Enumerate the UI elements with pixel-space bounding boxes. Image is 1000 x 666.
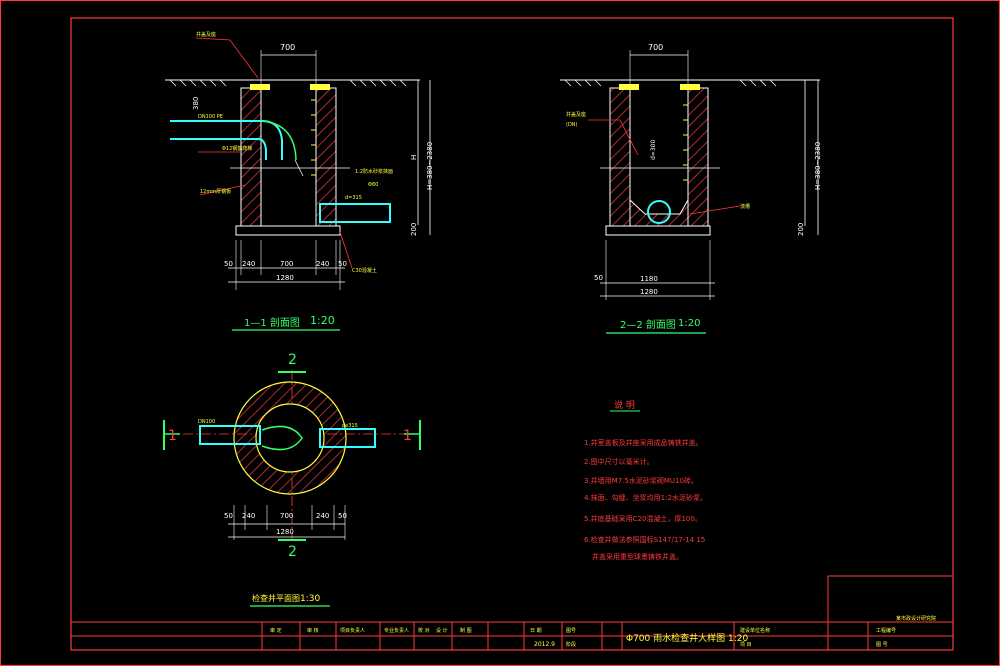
s22-bottom-a: 1180: [640, 275, 658, 283]
plan-dim-2: 700: [280, 512, 293, 520]
plan-dim-0: 50: [224, 512, 233, 520]
s11-dim-2: 700: [280, 260, 293, 268]
tb-label-2: 项目负责人: [340, 627, 365, 634]
note-4: 4.抹面、勾缝、坐浆均用1:2水泥砂浆。: [584, 493, 707, 502]
inner-frame: [70, 17, 954, 651]
note-6: 6.检查井做法参照国标S147/17-14 15: [584, 535, 705, 544]
plan-pipe-out: de315: [342, 423, 358, 429]
tb-label-4: 校 对: [418, 627, 430, 634]
s11-h-label: H=380~2380: [426, 142, 434, 190]
tb-label-11: 工程编号: [876, 627, 896, 634]
s22-side: 50: [594, 274, 603, 282]
notes-heading: 说 明: [614, 399, 635, 411]
s11-note-pipe: DN100 PE: [198, 114, 223, 120]
tb-label-5: 设 计: [436, 627, 448, 634]
plan-cut-1-left: 1: [168, 428, 177, 444]
plan-cut-2-top: 2: [288, 352, 297, 368]
s22-h-label: H=380~2380: [814, 142, 822, 190]
plan-scale: 1:30: [300, 594, 320, 604]
s11-h-side: 380: [192, 97, 200, 110]
s11-scale: 1:20: [310, 314, 335, 327]
tb-company: 某市政设计研究院: [896, 615, 936, 622]
s11-top-width: 700: [280, 43, 295, 52]
plan-title: 检查井平面图: [252, 593, 300, 603]
note-2: 2.图中尺寸以毫米计。: [584, 457, 654, 466]
s11-note-de: d=315: [345, 195, 362, 201]
note-7: 井盖采用重型球墨铸铁井盖。: [592, 552, 683, 561]
s22-pipe: d=300: [650, 140, 657, 160]
plan-cut-1-right: 1: [403, 428, 412, 444]
tb-drawing-title: Φ700 雨水检查井大样图 1:20: [626, 632, 748, 644]
note-1: 1.井室盖板及井座采用成品铸铁井盖。: [584, 438, 703, 447]
s22-h-bottom: 200: [797, 223, 805, 236]
s22-note-dn: (DN): [566, 122, 578, 128]
note-3: 3.井墙用M7.5水泥砂浆砌MU10砖。: [584, 476, 698, 485]
s11-dim-4: 50: [338, 260, 347, 268]
tb-label-6: 制 图: [460, 627, 472, 634]
section-1-1: [165, 37, 431, 290]
tb-label-3: 专业负责人: [384, 627, 409, 634]
s22-top-width: 700: [648, 43, 663, 52]
s11-note-mortar: 1:2防水砂浆抹面: [355, 168, 393, 175]
s11-note-ladder: Φ12钢筋爬梯: [222, 145, 252, 152]
tb-label-7: 日 期: [530, 628, 542, 634]
s11-dim-1: 240: [242, 260, 255, 268]
tb-label-8: 图号: [566, 628, 576, 634]
section-2-2: [560, 50, 820, 300]
s11-dim-0: 50: [224, 260, 233, 268]
plan-view: [163, 370, 421, 541]
s11-dim-total: 1280: [276, 274, 294, 282]
s22-scale: 1:20: [678, 318, 700, 329]
s22-title: 2—2 剖面图: [620, 318, 676, 331]
plan-dim-total: 1280: [276, 528, 294, 536]
plan-pipe-in: DN100: [198, 419, 215, 425]
s11-note-concrete: C30混凝土: [352, 267, 377, 274]
s11-note-d80: Φ80: [368, 182, 378, 188]
plan-dim-4: 50: [338, 512, 347, 520]
s11-note-cover: 井盖及座: [196, 31, 216, 38]
tb-label-12: 建设单位名称: [740, 627, 770, 634]
s22-bottom-b: 1280: [640, 288, 658, 296]
s11-h: H: [410, 155, 418, 160]
s22-flow: 流槽: [740, 203, 750, 210]
tb-label-0: 审 定: [270, 627, 282, 634]
note-5: 5.井底基础采用C20混凝土，厚100。: [584, 514, 702, 523]
title-block: [71, 575, 954, 651]
s11-dim-3: 240: [316, 260, 329, 268]
s22-note-cover: 井盖及座: [566, 111, 586, 118]
tb-label-14: 图 号: [876, 642, 888, 648]
plan-dim-3: 240: [316, 512, 329, 520]
s11-title: 1—1 剖面图: [244, 316, 300, 329]
tb-label-13: 项 目: [740, 642, 752, 648]
s11-h-bottom: 200: [410, 223, 418, 236]
tb-label-1: 审 核: [307, 627, 319, 634]
s11-note-plate: 12mm厚钢板: [200, 188, 231, 195]
tb-label-9: 阶段: [566, 641, 576, 648]
plan-cut-2-bottom: 2: [288, 544, 297, 560]
plan-dim-1: 240: [242, 512, 255, 520]
tb-date: 2012.9: [534, 641, 555, 648]
